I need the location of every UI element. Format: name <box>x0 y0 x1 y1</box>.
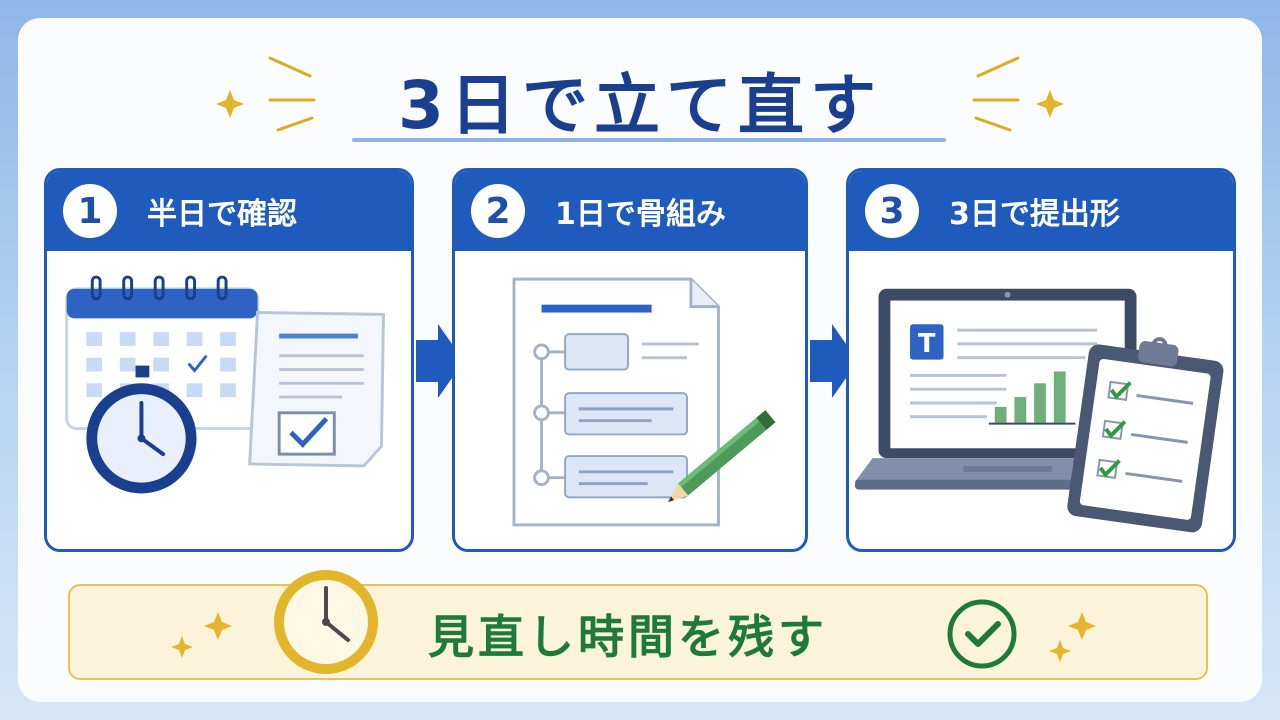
step-number-2: 2 <box>471 184 525 238</box>
sparkle-right-icon <box>1049 612 1096 662</box>
banner-text: 見直し時間を残す <box>428 610 828 664</box>
step-label-1: 半日で確認 <box>147 197 297 232</box>
page-title: 3日で立て直す <box>398 67 882 144</box>
outline-document-pencil-icon <box>512 277 776 527</box>
step-header-2: 2 1日で骨組み <box>455 171 805 251</box>
arrow-right-icon-2 <box>810 324 858 398</box>
arrow-right-icon-1 <box>416 324 464 398</box>
document-letter-icon: T <box>918 329 936 359</box>
laptop-clipboard-icon: T <box>854 288 1224 533</box>
step-header-3: 3 3日で提出形 <box>849 171 1233 251</box>
step-card-2: 2 1日で骨組み <box>452 168 808 552</box>
reminder-banner <box>68 584 1208 680</box>
step-card-3: 3 3日で提出形 T <box>846 168 1236 552</box>
title-underline <box>352 138 946 142</box>
sparkle-rays-left-icon <box>216 56 316 132</box>
step-header-1: 1 半日で確認 <box>47 171 411 251</box>
calendar-clock-document-icon <box>65 275 385 494</box>
check-circle-icon <box>947 599 1017 669</box>
step-card-1: 1 半日で確認 <box>44 168 414 552</box>
step-number-3: 3 <box>865 184 919 238</box>
step-number-1: 1 <box>63 184 117 238</box>
sparkle-rays-right-icon <box>972 56 1064 132</box>
step-label-2: 1日で骨組み <box>555 197 726 232</box>
sparkle-left-icon <box>171 612 232 658</box>
clock-icon <box>274 570 378 674</box>
step-label-3: 3日で提出形 <box>949 197 1120 232</box>
